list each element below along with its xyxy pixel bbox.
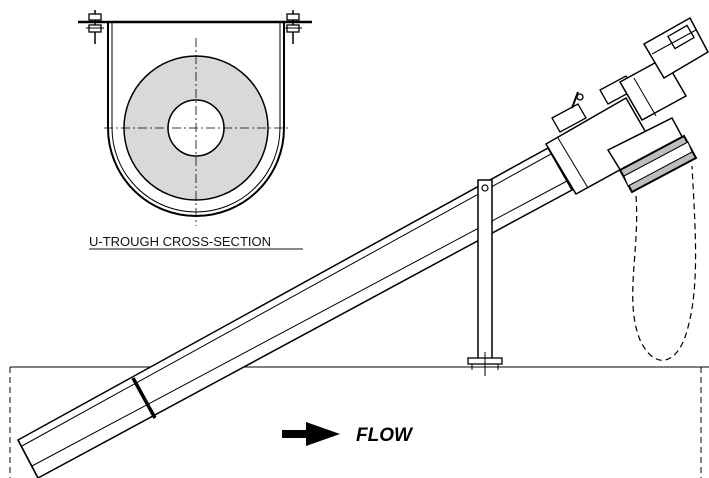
hopper-box: [9, 366, 709, 478]
cross-section-caption: U-TROUGH CROSS-SECTION: [89, 234, 271, 249]
flow-arrow-icon: [282, 422, 340, 446]
discharge-flange: [618, 134, 698, 194]
right-bolt-icon: [284, 10, 302, 44]
left-bolt-icon: [86, 10, 104, 44]
lever-handle-icon: [571, 91, 584, 109]
discharge-head: [544, 16, 709, 196]
flow-label: FLOW: [356, 425, 414, 446]
flow-indicator: FLOW: [282, 422, 414, 446]
drive-motor-icon: [642, 16, 709, 80]
tube-joint-band: [131, 377, 157, 419]
u-trough-cross-section: U-TROUGH CROSS-SECTION: [78, 10, 312, 250]
inclined-conveyor-tube: [16, 146, 574, 478]
support-leg: [467, 179, 503, 376]
discharge-stream: [632, 165, 697, 361]
